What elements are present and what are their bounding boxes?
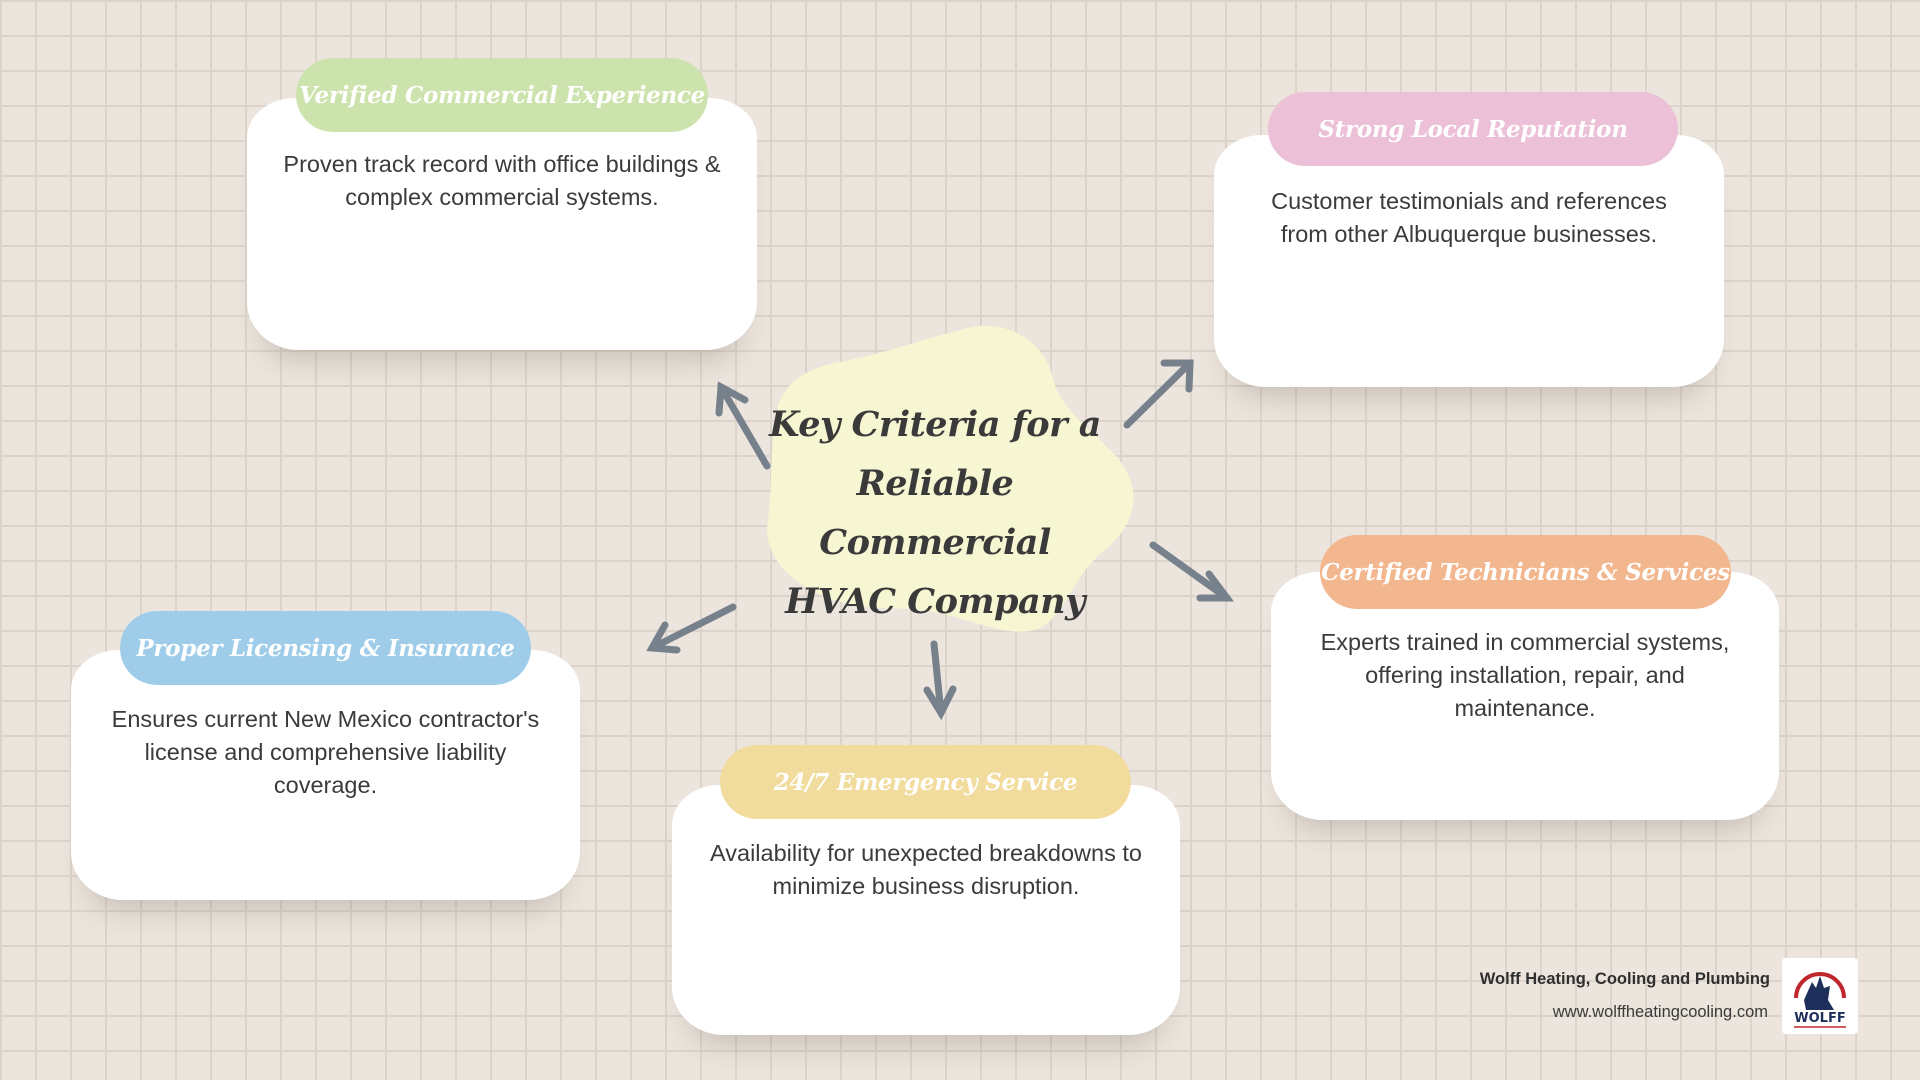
footer-website-link[interactable]: www.wolffheatingcooling.com xyxy=(1552,1003,1768,1021)
center-title-line: Reliable Commercial xyxy=(819,463,1051,563)
pill-label: Strong Local Reputation xyxy=(1318,115,1628,143)
footer-company-name: Wolff Heating, Cooling and Plumbing xyxy=(1479,970,1770,988)
wolf-logo-icon: WOLFF xyxy=(1790,972,1850,1028)
center-title-line: HVAC Company xyxy=(785,581,1085,622)
arrow-to-certified xyxy=(1149,541,1231,602)
pill-local-reputation: Strong Local Reputation xyxy=(1268,92,1678,166)
card-emergency-service: Availability for unexpected breakdowns t… xyxy=(672,785,1180,1035)
card-local-reputation: Customer testimonials and references fro… xyxy=(1214,135,1724,387)
logo-wordmark: WOLFF xyxy=(1794,1011,1845,1026)
arrowhead-verified xyxy=(715,381,749,417)
pill-emergency-service: 24/7 Emergency Service xyxy=(720,745,1131,819)
arrowhead-emergency xyxy=(923,685,957,721)
arrow-to-emergency xyxy=(930,640,945,717)
pill-label: Verified Commercial Experience xyxy=(299,81,705,109)
card-licensing-insurance: Ensures current New Mexico contractor's … xyxy=(71,650,580,900)
card-description: Proven track record with office building… xyxy=(283,151,721,210)
pill-label: Proper Licensing & Insurance xyxy=(136,634,515,662)
pill-label: Certified Technicians & Services xyxy=(1321,558,1730,586)
arrow-to-reputation xyxy=(1123,359,1194,429)
company-logo: WOLFF xyxy=(1782,958,1858,1034)
arrow-to-licensing xyxy=(648,603,737,652)
card-description: Availability for unexpected breakdowns t… xyxy=(710,840,1142,899)
center-title: Key Criteria for a Reliable Commercial H… xyxy=(760,395,1110,631)
card-description: Experts trained in commercial systems, o… xyxy=(1320,629,1730,721)
arrowhead-reputation xyxy=(1160,359,1194,393)
center-blob-shape xyxy=(767,325,1134,632)
pill-verified-experience: Verified Commercial Experience xyxy=(296,58,708,132)
pill-licensing-insurance: Proper Licensing & Insurance xyxy=(120,611,531,685)
card-description: Ensures current New Mexico contractor's … xyxy=(111,706,540,798)
center-title-line: Key Criteria for a xyxy=(769,404,1101,445)
arrow-to-verified xyxy=(717,383,771,470)
card-description: Customer testimonials and references fro… xyxy=(1271,188,1667,247)
card-verified-experience: Proven track record with office building… xyxy=(247,98,757,350)
arrowhead-licensing xyxy=(646,621,681,654)
arrowhead-certified xyxy=(1196,570,1234,602)
pill-certified-technicians: Certified Technicians & Services xyxy=(1320,535,1731,609)
card-certified-technicians: Experts trained in commercial systems, o… xyxy=(1271,572,1779,820)
pill-label: 24/7 Emergency Service xyxy=(773,768,1078,796)
